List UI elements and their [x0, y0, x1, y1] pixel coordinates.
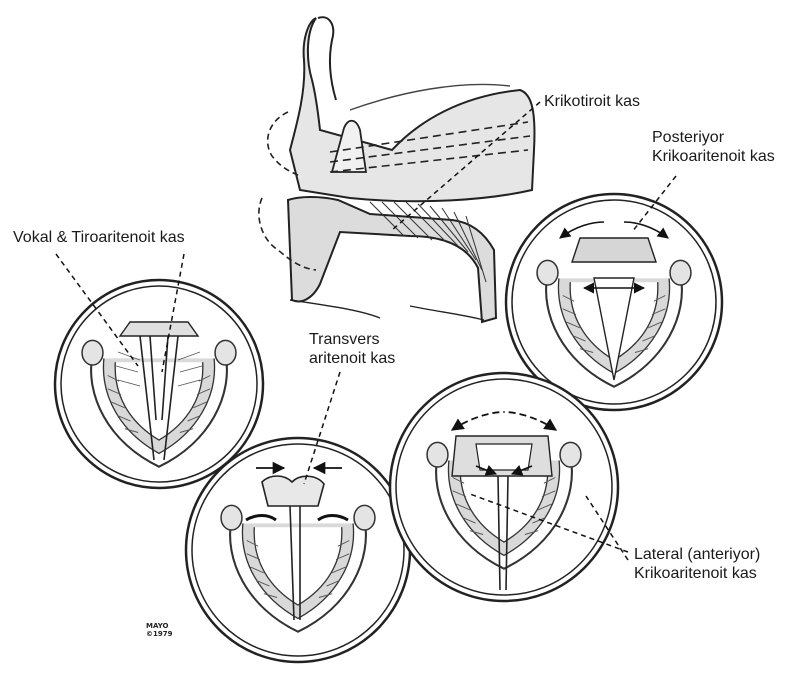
label-cricothyroid: Krikotiroit kas — [544, 92, 640, 111]
label-lateral-cricoarytenoid: Lateral (anteriyor) Krikoaritenoit kas — [634, 545, 760, 583]
lateral-larynx-drawing — [259, 17, 535, 322]
label-vocal-thyroarytenoid: Vokal & Tiroaritenoit kas — [13, 228, 185, 247]
circle-transverse-view — [186, 438, 410, 662]
label-posterior-cricoarytenoid: Posteriyor Krikoaritenoit kas — [652, 128, 775, 166]
circle-lateral-view — [390, 373, 618, 601]
circle-vocal-view — [55, 280, 263, 488]
mayo-credit-mark: MAYO ©1979 — [146, 622, 172, 638]
label-transverse-arytenoid: Transvers aritenoit kas — [309, 330, 395, 368]
